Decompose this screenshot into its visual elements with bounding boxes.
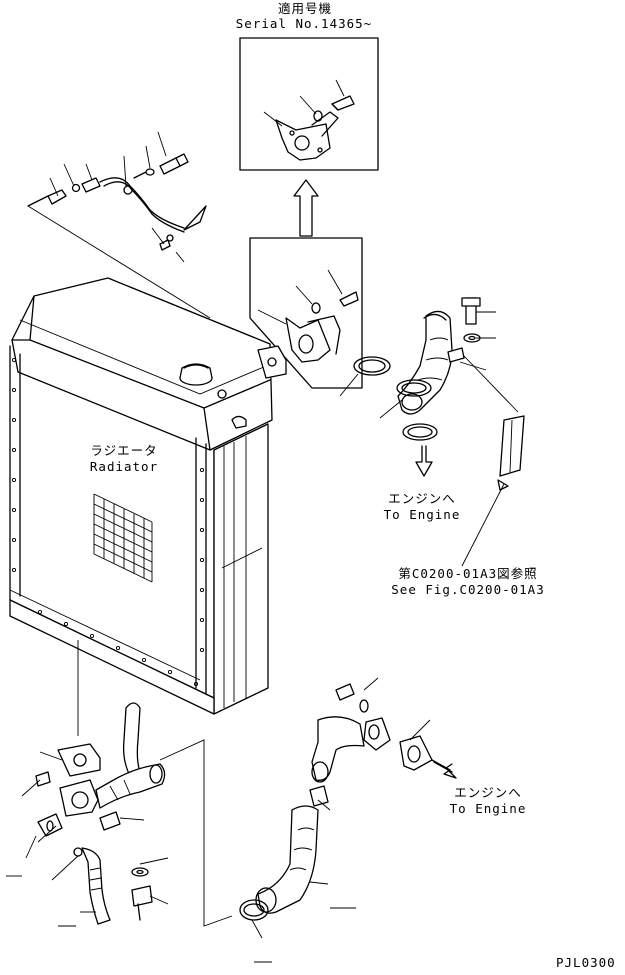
- to-engine-jp-label-lower: エンジンへ: [454, 785, 522, 800]
- radiator-en-label: Radiator: [89, 459, 159, 474]
- upper-hose-assembly: [339, 297, 525, 567]
- core-grid-icon: [93, 493, 153, 583]
- lower-left-assembly: [6, 640, 233, 927]
- see-figure-en-label: See Fig.C0200-01A3: [391, 582, 545, 597]
- see-figure-jp-label: 第C0200-01A3図参照: [398, 566, 538, 581]
- serial-variant-box: [239, 37, 379, 171]
- to-engine-en-label-lower: To Engine: [449, 801, 527, 816]
- lower-hose-assembly: [239, 677, 457, 963]
- applicable-serial-jp-label: 適用号機: [277, 1, 332, 16]
- to-engine-jp-label-upper: エンジンへ: [388, 491, 456, 506]
- breather-hose-assembly: [27, 131, 211, 319]
- radiator-body: [9, 277, 287, 715]
- outlet-detail-box: [249, 237, 363, 389]
- serial-number-label: Serial No.14365~: [235, 16, 373, 31]
- drawing-code-label: PJL0300: [556, 955, 616, 970]
- to-engine-en-label-upper: To Engine: [383, 507, 461, 522]
- radiator-jp-label: ラジエータ: [90, 443, 158, 458]
- up-arrow: [293, 179, 319, 237]
